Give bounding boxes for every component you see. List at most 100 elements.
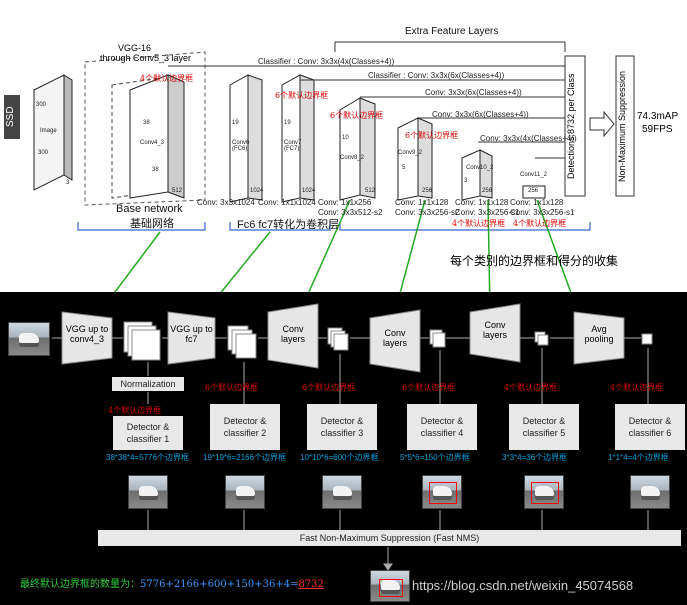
detections-box xyxy=(564,55,586,197)
detector-classifier-box: Detector & classifier 3 xyxy=(307,404,377,450)
detector-box-count: 38*38*4=5776个边界框 xyxy=(106,453,189,462)
classifier-1-label: Classifier : Conv: 3x3x(4x(Classes+4)) xyxy=(258,57,395,66)
stage-avg-pooling: Avg pooling xyxy=(584,324,614,344)
conv11-d: 256 xyxy=(528,188,539,194)
collection-note: 每个类别的边界框和得分的收集 xyxy=(450,254,619,268)
fc7-label: Conv7 (FC7) xyxy=(284,140,302,152)
watermark-text: https://blog.csdn.net/weixin_45074568 xyxy=(412,578,634,593)
stage-conv-layers-3: Conv layers xyxy=(482,320,507,340)
conv4-h: 38 xyxy=(152,167,159,173)
vgg-title: VGG-16 xyxy=(118,43,152,53)
detector-red-note: 6个默认边界框 xyxy=(402,383,456,392)
detector-box-count: 1*1*4=4个边界框 xyxy=(608,453,669,462)
ssd-label: SSD xyxy=(5,106,16,128)
fc7-d: 1024 xyxy=(302,188,316,194)
image-dim-h: 300 xyxy=(38,150,49,156)
detector-box-count: 19*19*6=2166个边界框 xyxy=(203,453,286,462)
detector-red-note: 6个默认边界框 xyxy=(302,383,356,392)
detector-output-thumb xyxy=(322,475,362,509)
conv11-label: Conv11_2 xyxy=(520,172,547,178)
conv4-d: 512 xyxy=(172,188,183,194)
conv11-2-block xyxy=(522,185,546,199)
detector-classifier-box: Detector & classifier 5 xyxy=(509,404,579,450)
final-count-prefix: 最终默认边界框的数量为： xyxy=(20,579,140,590)
conv-c2-label: Conv: 3x3x512-s2 xyxy=(318,208,383,217)
map-value: 74.3mAP xyxy=(637,111,679,122)
conv8-dim: 10 xyxy=(342,135,349,141)
pipeline-trapezoids xyxy=(61,303,625,373)
red-note-conv10: 4个默认边界框 xyxy=(452,219,506,228)
extra-feature-layers-label: Extra Feature Layers xyxy=(405,26,499,37)
image-depth: 3 xyxy=(66,180,70,186)
top-diagram-graphics xyxy=(4,41,635,292)
detector-output-thumb xyxy=(630,475,670,509)
detector-output-thumb xyxy=(225,475,265,509)
detector-red-note: 4个默认边界框 xyxy=(108,406,162,415)
fc6-dim: 19 xyxy=(232,120,239,126)
detector-red-note: 4个默认边界框 xyxy=(610,383,664,392)
pipeline-panel: VGG up to conv4_3 VGG up to fc7 Conv lay… xyxy=(0,292,687,605)
ssd-label-box xyxy=(4,95,20,139)
conv9-dim: 5 xyxy=(402,165,406,171)
final-count-total: 8732 xyxy=(298,579,324,590)
fc6-block xyxy=(229,74,249,203)
conv9-d: 256 xyxy=(422,188,433,194)
conv-f2-label: Conv: 3x3x256-s1 xyxy=(510,208,575,217)
detector-classifier-box: Detector & classifier 6 xyxy=(615,404,685,450)
normalization-box: Normalization xyxy=(112,377,184,391)
detector-red-note: 6个默认边界框 xyxy=(205,383,259,392)
ssd-architecture-panel: SSD Extra Feature Layers VGG-16 through … xyxy=(0,0,687,292)
vgg-subtitle: through Conv5_3 layer xyxy=(100,53,192,63)
nms-label: Non-Maximum Suppression xyxy=(617,70,627,182)
fast-nms-bar: Fast Non-Maximum Suppression (Fast NMS) xyxy=(98,530,681,546)
pipeline-arrows xyxy=(52,337,649,571)
fc6-d: 1024 xyxy=(250,188,264,194)
final-output-thumb xyxy=(370,570,410,602)
green-mapping-arrows xyxy=(114,199,572,292)
detector-classifier-box: Detector & classifier 4 xyxy=(407,404,477,450)
detector-output-thumb xyxy=(128,475,168,509)
conv10-dim: 3 xyxy=(464,178,468,184)
image-dim-w: 300 xyxy=(36,102,47,108)
detector-box-count: 5*5*6=150个边界框 xyxy=(400,453,470,462)
red-note-conv4: 4个默认边界框 xyxy=(140,74,194,83)
conv-e2-label: Conv: 3x3x256-s1 xyxy=(455,208,520,217)
base-network-label: Base network xyxy=(116,203,183,215)
final-count-line: 最终默认边界框的数量为：5776+2166+600+150+36+4=8732 xyxy=(20,575,324,590)
conv-d2-label: Conv: 3x3x256-s2 xyxy=(395,208,460,217)
conv8-d: 512 xyxy=(365,188,376,194)
conv9-label: Conv9_2 xyxy=(398,150,423,156)
nms-box xyxy=(615,55,635,197)
base-network-cn-label: 基础网络 xyxy=(130,218,174,230)
fps-value: 59FPS xyxy=(642,124,673,135)
classifier-2-label: Classifier : Conv: 3x3x(6x(Classes+4)) xyxy=(368,71,505,80)
detector-box-count: 3*3*4=36个边界框 xyxy=(502,453,568,462)
conv8-label: Conv8_2 xyxy=(340,155,365,161)
fc6-label: Conv6 (FC6) xyxy=(232,140,250,152)
bottom-diagram-graphics xyxy=(52,303,653,571)
red-note-conv9: 6个默认边界框 xyxy=(405,131,459,140)
fc7-dim: 19 xyxy=(284,120,291,126)
conv10-d: 256 xyxy=(482,188,493,194)
conv-f1-label: Conv: 1x1x128 xyxy=(510,198,564,207)
classifier-lines xyxy=(168,41,566,159)
stage-conv-layers-2: Conv layers xyxy=(382,328,407,348)
image-label: Image xyxy=(40,128,57,134)
detector-classifier-box: Detector & classifier 1 xyxy=(113,416,183,450)
detections-label: Detections:8732 per Class xyxy=(566,73,576,179)
conv4-w: 38 xyxy=(143,120,150,126)
detector-classifier-box: Detector & classifier 2 xyxy=(210,404,280,450)
conv-a-label: Conv: 3x3x1024 xyxy=(197,198,255,207)
fc-conversion-note: Fc6 fc7转化为卷积层 xyxy=(237,219,340,231)
classifier-4-label: Conv: 3x3x(6x(Classes+4)) xyxy=(432,110,529,119)
conv-d1-label: Conv: 1x1x128 xyxy=(395,198,449,207)
stage-vgg-fc7: VGG up to fc7 xyxy=(170,324,213,344)
red-note-conv11: 4个默认边界框 xyxy=(513,219,567,228)
classifier-3-label: Conv: 3x3x(6x(Classes+4)) xyxy=(425,88,522,97)
stage-vgg-conv4: VGG up to conv4_3 xyxy=(65,324,109,344)
red-note-conv8: 6个默认边界框 xyxy=(330,111,384,120)
vgg-dashed-region xyxy=(84,51,206,206)
detector-red-note: 4个默认边界框 xyxy=(504,383,558,392)
conv10-label: Conv10_2 xyxy=(466,165,494,171)
bracket-lines xyxy=(77,222,591,231)
